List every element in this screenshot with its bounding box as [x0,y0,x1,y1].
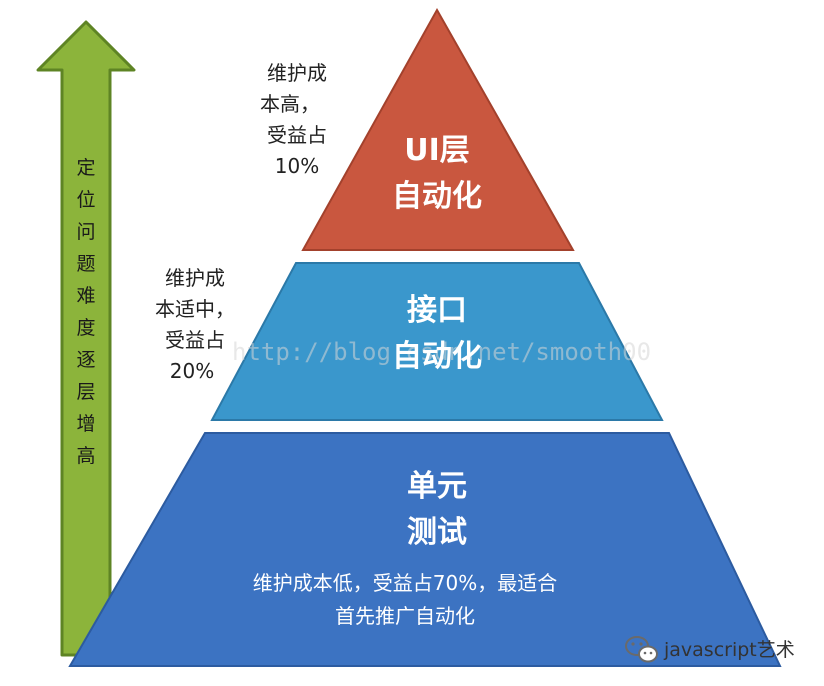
ui-tier-label-line: 自动化 [392,179,482,214]
ui-note-line: 本高， [260,92,320,116]
ui-note-line: 10% [275,154,319,178]
arrow-char: 高 [76,445,95,467]
unit-note-line: 首先推广自动化 [335,604,475,628]
ui-note-line: 维护成 [267,61,327,85]
api-note-line: 维护成 [165,266,225,290]
unit-tier-label-line: 单元 [407,469,467,504]
unit-note-line: 维护成本低，受益占70%，最适合 [253,571,557,595]
arrow-char: 问 [76,221,95,243]
unit-tier-label-line: 测试 [407,515,467,550]
api-tier-label: 接口 自动化 [392,293,482,374]
arrow-char: 增 [76,413,95,435]
ui-tier [301,7,575,251]
arrow-text: 定 位 问 题 难 度 逐 层 增 高 [76,157,95,467]
ui-tier-label-line: UI层 [404,133,470,168]
arrow-char: 难 [76,285,95,307]
unit-tier-label: 单元 测试 [407,469,467,550]
api-note-line: 本适中， [155,297,235,321]
api-tier [210,262,664,421]
ui-note-line: 受益占 [267,123,327,147]
unit-tier-note: 维护成本低，受益占70%，最适合 首先推广自动化 [253,571,557,628]
unit-tier [68,432,782,667]
ui-tier-label: UI层 自动化 [392,133,482,214]
brand-badge: javascript艺术 [625,636,795,663]
wechat-icon [625,636,658,663]
arrow-char: 题 [76,253,95,275]
watermark: http://blog.csdn.net/smooth00 [232,338,651,366]
brand-name: javascript艺术 [663,639,795,661]
api-tier-label-line: 自动化 [392,339,482,374]
api-note-line: 20% [170,359,214,383]
arrow-char: 度 [76,317,95,339]
arrow-char: 位 [76,189,95,211]
arrow-char: 逐 [76,349,95,371]
pyramid [68,7,782,667]
api-tier-label-line: 接口 [407,293,467,328]
api-note-line: 受益占 [165,328,225,352]
ui-tier-note: 维护成 本高， 受益占 10% [260,61,327,178]
difficulty-arrow: 定 位 问 题 难 度 逐 层 增 高 [36,20,136,657]
arrow-char: 定 [76,157,95,179]
api-tier-note: 维护成 本适中， 受益占 20% [155,266,235,383]
arrow-char: 层 [76,381,95,403]
